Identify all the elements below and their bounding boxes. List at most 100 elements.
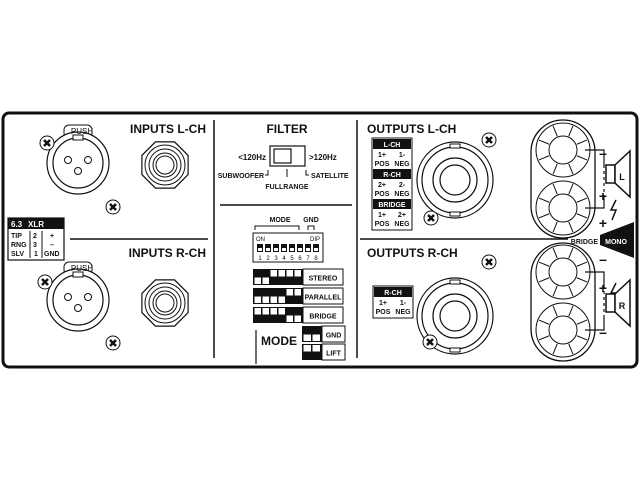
- pin-table-header-jack: 6.3: [11, 220, 23, 229]
- dip-gnd-bracket-label: GND: [303, 217, 319, 224]
- dip-dip-label: DIP: [310, 237, 320, 243]
- xlr-pin: [74, 304, 82, 312]
- dip-number: 8: [314, 256, 318, 262]
- outputs-right-title: OUTPUTS R-CH: [367, 246, 458, 260]
- output-polarity: NEG: [394, 161, 410, 168]
- outputs-left-title: OUTPUTS L-CH: [367, 122, 456, 136]
- mode-row-bridge: BRIDGE: [253, 306, 344, 324]
- output-pin: 2+: [378, 182, 386, 189]
- dip-switch-2[interactable]: 2: [265, 244, 271, 262]
- filter-position-marks: [265, 169, 309, 177]
- binding-post-icon: [535, 122, 591, 178]
- dip-switch-block[interactable]: [252, 232, 324, 263]
- dip-number: 2: [266, 256, 270, 262]
- push-label-left: PUSH: [71, 127, 93, 136]
- output-table-header: L-CH: [384, 142, 401, 149]
- dip-number: 4: [282, 256, 286, 262]
- dip-switch-7[interactable]: 7: [305, 244, 311, 262]
- jack-input-right[interactable]: [141, 279, 189, 327]
- speaker-wiring: [585, 149, 605, 331]
- screw-icon: [39, 135, 55, 151]
- output-left-pin-table: L-CH1+POS1-NEGR-CH2+POS2-NEGBRIDGE1+POS2…: [371, 137, 413, 231]
- screw-icon: [481, 132, 497, 148]
- mode-label-stereo: STEREO: [309, 276, 338, 283]
- speaker-right-label: R: [619, 301, 626, 311]
- jack-input-left[interactable]: [141, 141, 189, 189]
- mode-label-bridge: BRIDGE: [309, 314, 337, 321]
- pin-slv: SLV: [11, 251, 24, 258]
- screw-icon: [105, 199, 121, 215]
- bridge-label: BRIDGE: [571, 239, 599, 246]
- output-polarity: NEG: [394, 221, 410, 228]
- binding-post-pair[interactable]: [530, 119, 596, 239]
- mode-row-parallel: PARALLEL: [253, 287, 344, 305]
- binding-post-icon: [535, 302, 591, 358]
- speakon-output-left[interactable]: [416, 132, 497, 226]
- xlr-input-left[interactable]: [39, 124, 121, 215]
- pin-slv-signal: GND: [44, 251, 60, 258]
- screw-icon: [422, 334, 438, 350]
- xlr-pin: [64, 156, 72, 164]
- inputs-section: INPUTS L-CH INPUTS R-CH PUSH PUSH 6.3 XL…: [7, 122, 208, 351]
- screw-icon: [105, 335, 121, 351]
- filter-switch[interactable]: [269, 145, 306, 167]
- output-pin: 1+: [379, 300, 387, 307]
- pin-tip: TIP: [11, 233, 22, 240]
- xlr-pin: [64, 293, 72, 301]
- output-polarity: POS: [376, 309, 391, 316]
- binding-post-pair[interactable]: [530, 242, 596, 362]
- dip-number: 5: [290, 256, 294, 262]
- output-pin: 1+: [378, 152, 386, 159]
- pin-table-header-xlr: XLR: [28, 220, 44, 229]
- pin-tip-signal: +: [50, 233, 54, 240]
- polarity-plus-left: +: [599, 188, 607, 204]
- pin-tip-xlr: 2: [33, 233, 37, 240]
- speaker-icon-left: L: [605, 149, 631, 199]
- filter-low: <120Hz: [238, 153, 266, 162]
- gnd-row-lift: LIFT: [302, 343, 346, 361]
- binding-post-icon: [535, 244, 591, 300]
- speakon-output-right[interactable]: [416, 254, 497, 355]
- speaker-icon-right: R: [605, 278, 631, 328]
- outputs-section: OUTPUTS L-CH OUTPUTS R-CH L-CH 1+ POS 1- NEG…: [360, 119, 634, 362]
- xlr-pin: [74, 167, 82, 175]
- dip-switch-1[interactable]: 1: [257, 244, 263, 262]
- gnd-option-label: GND: [326, 333, 342, 340]
- output-pin: 1-: [399, 152, 406, 159]
- output-table-header: R-CH: [384, 290, 402, 297]
- output-polarity: POS: [375, 161, 390, 168]
- output-pin: 2+: [398, 212, 406, 219]
- dip-mode-bracket-label: MODE: [270, 217, 291, 224]
- output-table-header: R-CH: [383, 172, 401, 179]
- dip-number: 7: [306, 256, 310, 262]
- filter-section: FILTER <120Hz >120Hz SUBWOOFER SATELLITE…: [218, 122, 352, 206]
- filter-fullrange: FULLRANGE: [265, 184, 308, 191]
- push-label-right: PUSH: [71, 264, 93, 273]
- xlr-pin: [84, 293, 92, 301]
- mode-label: MODE: [261, 334, 297, 348]
- inputs-right-title: INPUTS R-CH: [129, 246, 206, 260]
- screw-icon: [37, 274, 53, 290]
- pin-rng-xlr: 3: [33, 242, 37, 249]
- xlr-input-right[interactable]: [37, 261, 121, 351]
- dip-switch-6[interactable]: 6: [297, 244, 303, 262]
- screw-icon: [423, 210, 439, 226]
- xlr-pin: [84, 156, 92, 164]
- polarity-minus-right-bottom: –: [599, 324, 607, 340]
- output-pin: 2-: [399, 182, 406, 189]
- dip-switch-8[interactable]: 8: [313, 244, 319, 262]
- output-polarity: NEG: [394, 191, 410, 198]
- output-pin: 1+: [378, 212, 386, 219]
- dip-switch-4[interactable]: 4: [281, 244, 287, 262]
- dip-number: 1: [258, 256, 262, 262]
- dip-switch-5[interactable]: 5: [289, 244, 295, 262]
- polarity-plus-right: +: [599, 280, 607, 296]
- gnd-row-gnd: GND: [302, 325, 346, 343]
- filter-high: >120Hz: [309, 153, 337, 162]
- dip-number: 3: [274, 256, 278, 262]
- dip-switch-3[interactable]: 3: [273, 244, 279, 262]
- lightning-icon-left: [609, 199, 618, 221]
- mode-row-stereo: STEREO: [253, 268, 344, 286]
